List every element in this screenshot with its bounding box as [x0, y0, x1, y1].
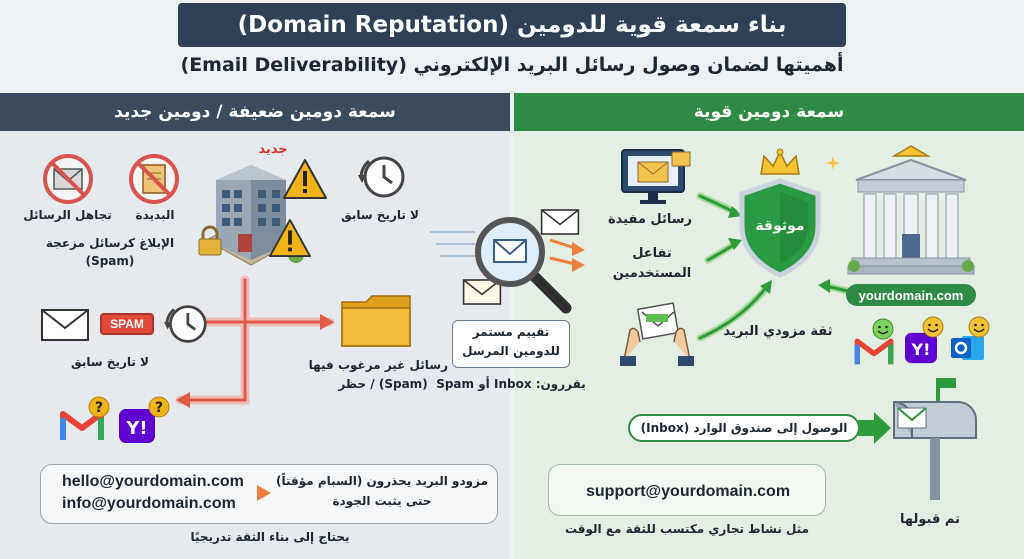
envelope-icon — [462, 279, 502, 305]
accepted-label: تم قبولها — [900, 512, 960, 527]
crown-icon — [760, 148, 800, 175]
smiley-icon — [872, 318, 894, 340]
provider-trust-label: ثقة مزودي البريد — [723, 324, 833, 339]
envelope-icon — [540, 209, 580, 235]
bank-icon — [847, 145, 975, 275]
question-badge-icon: ? — [148, 396, 170, 418]
folder-icon — [341, 295, 411, 347]
sparkle-icon — [826, 156, 840, 170]
svg-text:?: ? — [95, 400, 103, 416]
domain-pill: yourdomain.com — [846, 284, 976, 306]
evaluation-line-1: تقييم مستمر — [472, 325, 550, 339]
spam-tag-icon: SPAM — [100, 313, 154, 335]
strong-panel-heading: سمعة دومين قوية — [514, 93, 1024, 131]
engagement-label-1: تفاعل — [632, 246, 672, 261]
no-history-label-top: لا تاريخ سابق — [341, 208, 419, 222]
outlook-icon — [951, 336, 984, 360]
magnifier-icon — [475, 217, 572, 314]
inbox-arrow — [858, 412, 891, 444]
mail-label: البديدة — [135, 208, 175, 222]
smiley-icon — [922, 316, 944, 338]
page-subtitle: أهميتها لضمان وصول رسائل البريد الإلكترو… — [180, 54, 844, 76]
gmail-icon — [60, 411, 104, 440]
evaluation-box — [452, 320, 570, 368]
caution-line-2: حتى يثبت الجودة — [332, 494, 432, 508]
building-icon — [204, 165, 304, 266]
useful-messages-label: رسائل مفيدة — [607, 212, 693, 227]
svg-text:?: ? — [155, 400, 163, 416]
weak-panel-heading: سمعة دومين ضعيفة / دومين جديد — [0, 93, 510, 131]
report-spam-label: الإبلاغ كرسائل مزعجة — [45, 236, 175, 250]
email-address-2: info@yourdomain.com — [62, 495, 236, 512]
new-badge: جديد — [258, 142, 288, 157]
no-history-label-bottom: لا تاريخ سابق — [71, 355, 149, 369]
evaluation-line-2: للدومين المرسل — [462, 344, 560, 358]
email-address-1: hello@yourdomain.com — [62, 473, 244, 490]
svg-text:Y!: Y! — [911, 340, 931, 359]
mailbox-icon — [893, 378, 977, 500]
clock-icon — [358, 156, 405, 198]
warning-icon — [283, 159, 327, 199]
envelope-icon — [41, 309, 89, 341]
page-title: بناء سمعة قوية للدومين (Domain Reputatio… — [178, 3, 846, 47]
yahoo-icon: Y! — [905, 332, 937, 364]
strong-email-box — [548, 464, 826, 516]
monitor-mail-icon — [621, 149, 691, 204]
svg-text:Y!: Y! — [125, 418, 147, 439]
clock-icon — [164, 305, 207, 343]
ignore-label: تجاهل الرسائل — [23, 208, 112, 222]
engagement-label-2: المستخدمين — [612, 266, 692, 281]
blocked-envelope-icon — [43, 154, 93, 204]
strong-caption: مثل نشاط تجاري مكتسب للثقة مع الوقت — [564, 522, 810, 536]
weak-caption: يحتاج إلى بناء الثقة تدريجيًا — [190, 530, 350, 544]
report-spam-sub: (Spam) — [85, 254, 135, 268]
shield-icon — [739, 178, 821, 278]
support-email: support@yourdomain.com — [586, 483, 791, 500]
inbox-arrow-label: الوصول إلى صندوق الوارد (Inbox) — [628, 414, 860, 442]
yahoo-icon: Y! — [119, 409, 155, 443]
shield-label: موثوقة — [755, 218, 805, 234]
unwanted-label-2: (Spam) / حظر — [338, 377, 428, 391]
gmail-icon — [854, 338, 894, 365]
smiley-icon — [968, 316, 990, 338]
caution-line-1: مزودو البريد يحذرون (السبام مؤقتاً) — [275, 474, 488, 488]
unwanted-label-1: رسائل غير مرغوب فيها — [308, 358, 448, 372]
padlock-icon — [198, 225, 222, 256]
hands-letter-icon — [620, 302, 694, 366]
question-badge-icon: ? — [88, 396, 110, 418]
blocked-mail-icon — [129, 154, 179, 204]
play-arrow-icon — [257, 485, 271, 501]
decide-label: يقررون: Inbox أو Spam — [436, 377, 586, 391]
warning-icon — [269, 218, 311, 258]
